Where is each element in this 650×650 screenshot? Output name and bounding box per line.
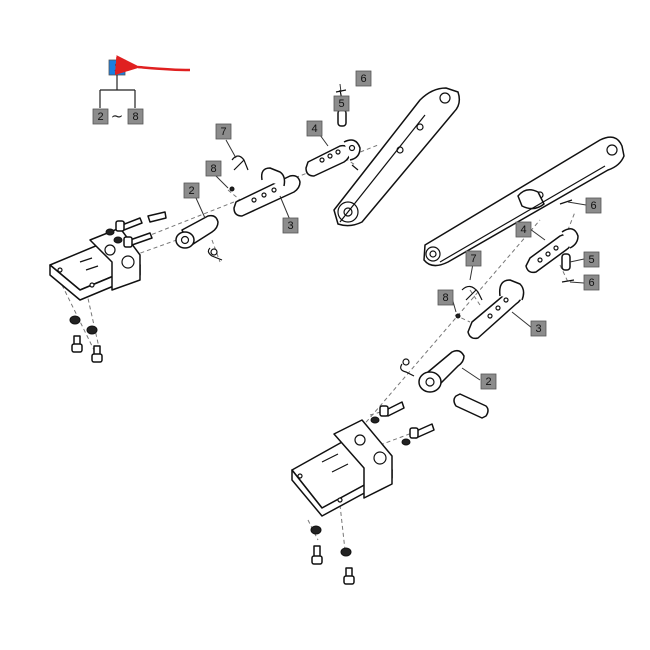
callout-4-lower-text: 4 [520, 224, 526, 236]
callout-5-upper[interactable]: 5 [333, 95, 350, 112]
callout-8-lower[interactable]: 8 [437, 289, 454, 306]
callouts: 2 3 4 5 6 7 8 2 [183, 70, 602, 390]
callout-2-upper[interactable]: 2 [183, 182, 200, 199]
lower-link-arm [423, 136, 625, 267]
callout-2-lower-text: 2 [485, 376, 491, 388]
upper-assembly [49, 83, 461, 363]
range-start-text: 2 [97, 111, 103, 123]
upper-link-arm [333, 87, 461, 227]
upper-plate-bolts [69, 211, 167, 363]
upper-eye-pin [175, 214, 223, 261]
range-start-box[interactable] [92, 108, 109, 125]
lower-turnbuckle [467, 279, 525, 340]
callout-4-lower[interactable]: 4 [515, 221, 532, 238]
callout-6-lower-bottom-text: 6 [588, 277, 594, 289]
callout-7-lower-text: 7 [470, 253, 476, 265]
callout-6-lower-top-text: 6 [590, 200, 596, 212]
callout-6-lower-top[interactable]: 6 [585, 197, 602, 214]
assembly-header: 1 2 ~ 8 [92, 55, 191, 125]
lower-assembly-lines [307, 211, 576, 551]
callout-7-upper-text: 7 [220, 126, 226, 138]
callout-7-lower[interactable]: 7 [465, 250, 482, 267]
lower-base-plate [291, 419, 393, 517]
assembly-arrow [114, 55, 191, 76]
callout-2-upper-text: 2 [188, 185, 194, 197]
range-separator: ~ [111, 107, 124, 125]
upper-stud [305, 139, 361, 177]
callout-3-upper[interactable]: 3 [282, 217, 299, 234]
lower-leader-lines [451, 201, 587, 381]
callout-4-upper[interactable]: 4 [306, 120, 323, 137]
assembly-tree-lines [99, 75, 136, 108]
callout-5-lower[interactable]: 5 [583, 251, 600, 268]
callout-6-upper-text: 6 [360, 73, 366, 85]
callout-8-upper-text: 8 [210, 163, 216, 175]
callout-4-upper-text: 4 [311, 123, 317, 135]
lower-plate-bolts [310, 401, 435, 585]
callout-5-lower-text: 5 [588, 254, 594, 266]
upper-turnbuckle [233, 167, 301, 217]
callout-5-upper-text: 5 [338, 98, 344, 110]
callout-8-lower-text: 8 [442, 292, 448, 304]
assembly-label-text: 1 [114, 62, 120, 74]
callout-6-lower-bottom[interactable]: 6 [583, 274, 600, 291]
range-end-box[interactable] [127, 108, 144, 125]
callout-7-upper[interactable]: 7 [215, 123, 232, 140]
range-end-text: 8 [132, 111, 138, 123]
lower-eye-pin [400, 349, 489, 419]
callout-3-lower-text: 3 [535, 323, 541, 335]
lower-stud [525, 228, 579, 274]
callout-6-upper[interactable]: 6 [355, 70, 372, 87]
lower-assembly [291, 136, 625, 585]
callout-8-upper[interactable]: 8 [205, 160, 222, 177]
callout-2-lower[interactable]: 2 [480, 373, 497, 390]
callout-3-lower[interactable]: 3 [530, 320, 547, 337]
callout-3-upper-text: 3 [287, 220, 293, 232]
